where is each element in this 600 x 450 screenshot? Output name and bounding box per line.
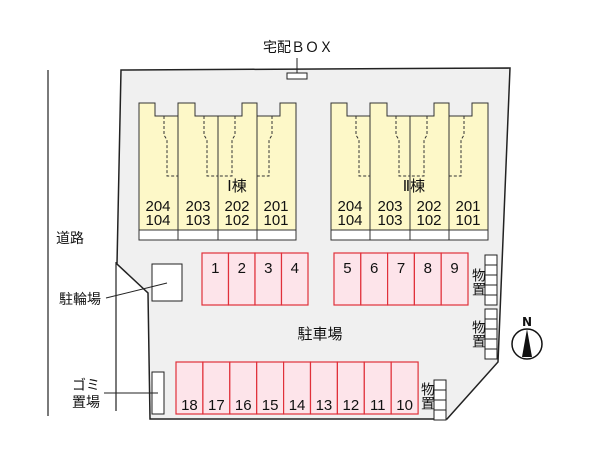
parking-stall-number: 1	[211, 260, 219, 277]
storage-unit	[484, 348, 498, 360]
parking-stall	[363, 361, 392, 415]
unit-upper: 202	[224, 198, 249, 215]
building-1: Ⅰ棟 204 104 203 103 202 102 201 101	[138, 102, 297, 241]
parking-stall-number: 6	[370, 260, 378, 277]
storage-unit	[433, 379, 447, 391]
parking-stall-number: 13	[316, 397, 333, 414]
bicycle-parking-area	[151, 263, 183, 302]
parking-stall	[254, 252, 283, 306]
building-2: Ⅱ棟 204 104 203 103 202 102 201 101	[330, 102, 489, 241]
storage-unit	[484, 254, 498, 266]
unit-upper: 204	[145, 198, 170, 215]
storage-unit	[484, 318, 498, 330]
parking-stall-number: 12	[343, 397, 360, 414]
unit-lower: 101	[455, 212, 480, 229]
parking-stall	[387, 252, 416, 306]
parking-stall	[413, 252, 442, 306]
storage-unit	[484, 274, 498, 286]
compass-north-icon: N	[511, 315, 543, 360]
unit-upper: 203	[377, 198, 402, 215]
unit-lower: 104	[337, 212, 362, 229]
road-label: 道路	[56, 231, 84, 247]
unit-lower: 102	[224, 212, 249, 229]
parking-stall-number: 17	[208, 397, 225, 414]
garbage-label: ゴミ	[72, 377, 100, 394]
unit-upper: 202	[416, 198, 441, 215]
parking-stall-number: 7	[397, 260, 405, 277]
unit-lower: 103	[185, 212, 210, 229]
unit-lower: 103	[377, 212, 402, 229]
storage-unit	[484, 264, 498, 276]
parking-stall-number: 2	[238, 260, 246, 277]
building-name: Ⅰ棟	[227, 177, 246, 195]
unit-upper: 201	[455, 198, 480, 215]
storage-unit	[484, 294, 498, 306]
parking-stall-number: 16	[235, 397, 252, 414]
bicycle-parking-label: 駐輪場	[59, 291, 101, 308]
parking-stall	[440, 252, 469, 306]
parking-lot-label: 駐車場	[297, 325, 342, 343]
parking-stall	[229, 361, 258, 415]
parking-stall	[227, 252, 256, 306]
unit-upper: 204	[337, 198, 362, 215]
storage-unit	[484, 284, 498, 296]
parking-stall	[360, 252, 389, 306]
storage-unit	[433, 389, 447, 401]
parking-stall-number: 11	[370, 397, 386, 414]
parking-stall	[390, 361, 419, 415]
parking-stall-number: 5	[343, 260, 351, 277]
unit-upper: 201	[263, 198, 288, 215]
storage-unit	[433, 399, 447, 411]
garbage-label: 置場	[72, 395, 100, 411]
parking-stall	[333, 252, 362, 306]
storage-unit	[484, 308, 498, 320]
parking-stall	[336, 361, 365, 415]
storage-unit	[484, 338, 498, 350]
delivery-box	[286, 72, 308, 80]
parking-stall	[201, 252, 230, 306]
north-label: N	[522, 315, 532, 329]
parking-stall-number: 15	[262, 397, 279, 414]
delivery-box-label: 宅配ＢＯＸ	[263, 40, 333, 56]
parking-stall-number: 18	[181, 397, 198, 414]
parking-stall-number: 4	[291, 260, 299, 277]
unit-upper: 203	[185, 198, 210, 215]
building-name: Ⅱ棟	[403, 177, 425, 195]
storage-unit	[433, 409, 447, 421]
storage-label: 物置	[470, 268, 486, 296]
parking-stall-number: 8	[424, 260, 432, 277]
unit-lower: 102	[416, 212, 441, 229]
storage-label: 物置	[470, 320, 486, 348]
parking-stall-number: 14	[289, 397, 306, 414]
leader-line	[105, 282, 168, 299]
storage-unit	[484, 328, 498, 340]
parking-stall	[280, 252, 309, 306]
parking-stall-number: 9	[450, 260, 458, 277]
unit-lower: 101	[263, 212, 288, 229]
unit-lower: 104	[145, 212, 170, 229]
parking-stall-number: 3	[264, 260, 272, 277]
parking-stall	[175, 361, 204, 415]
storage-label: 物置	[419, 382, 435, 410]
parking-stall	[256, 361, 285, 415]
parking-stall	[283, 361, 312, 415]
parking-stall-number: 10	[396, 397, 413, 414]
